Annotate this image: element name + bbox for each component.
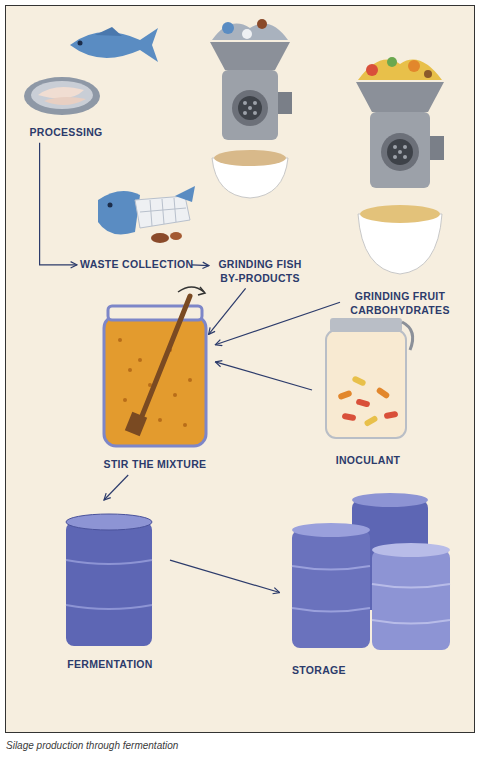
flow-arrow xyxy=(104,475,128,500)
process-step: INOCULANT xyxy=(312,312,424,468)
step-label: STORAGE xyxy=(270,664,462,678)
process-step: STIR THE MIXTURE xyxy=(88,300,222,472)
flow-arrow xyxy=(192,264,209,266)
meat-grinder xyxy=(210,19,292,198)
frame xyxy=(6,6,475,733)
step-label: FERMENTATION xyxy=(50,658,170,672)
process-step: STORAGE xyxy=(270,488,462,678)
flow-arrow xyxy=(170,560,280,592)
process-step: WASTE COLLECTION xyxy=(80,258,192,272)
step-label: STIR THE MIXTURE xyxy=(88,458,222,472)
process-step: FERMENTATION xyxy=(50,500,170,672)
step-label: WASTE COLLECTION xyxy=(80,258,192,272)
mixing-jar xyxy=(104,287,206,446)
flow-arrow xyxy=(215,362,312,390)
step-label: GRINDING FRUIT CARBOHYDRATES xyxy=(340,290,460,317)
process-step: PROCESSING xyxy=(22,126,110,140)
fish-waste-illustration xyxy=(98,186,195,243)
step-label: GRINDING FISH BY-PRODUCTS xyxy=(212,258,308,285)
fish-illustration xyxy=(24,27,158,115)
flow-arrow xyxy=(215,302,340,344)
process-step: GRINDING FISH BY-PRODUCTS xyxy=(212,258,308,285)
fermentation-barrel xyxy=(66,514,152,646)
fruit-grinder xyxy=(356,57,444,274)
step-label: INOCULANT xyxy=(312,454,424,468)
step-label: PROCESSING xyxy=(22,126,110,140)
figure-caption: Silage production through fermentation xyxy=(6,740,178,751)
process-step: GRINDING FRUIT CARBOHYDRATES xyxy=(340,290,460,317)
flow-arrow xyxy=(40,143,77,265)
inoculant-jar xyxy=(326,318,413,438)
flow-arrow xyxy=(209,288,246,334)
storage-barrels xyxy=(292,493,450,650)
